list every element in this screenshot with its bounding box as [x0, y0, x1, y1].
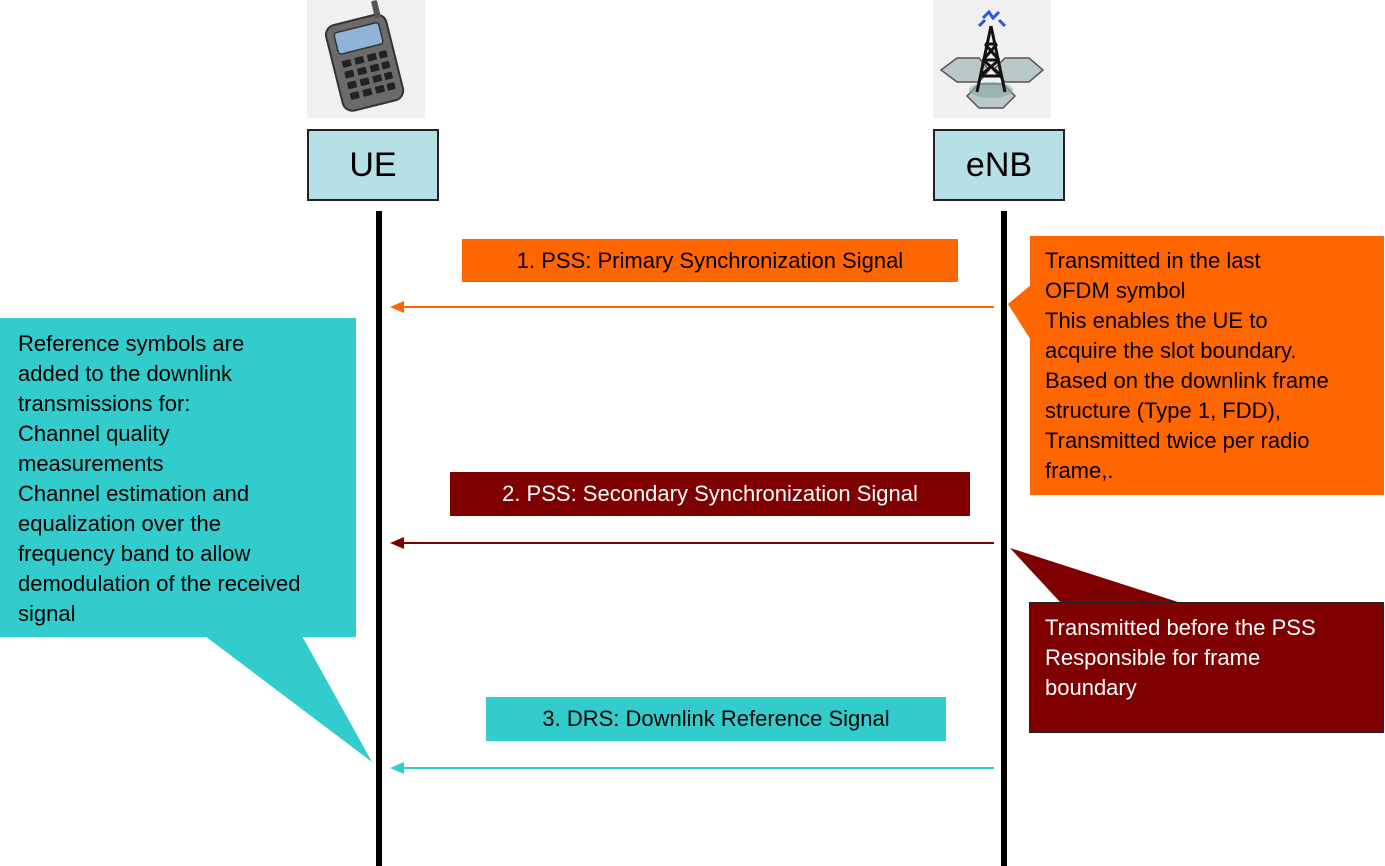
sss-message-label: 2. PSS: Secondary Synchronization Signal	[450, 472, 970, 516]
pss-note: Transmitted in the last OFDM symbol This…	[1030, 236, 1384, 495]
note-line: acquire the slot boundary.	[1045, 338, 1297, 363]
ue-participant-box: UE	[307, 129, 439, 201]
note-line: measurements	[18, 451, 164, 476]
note-line: structure (Type 1, FDD),	[1045, 398, 1281, 423]
note-line: Transmitted twice per radio	[1045, 428, 1310, 453]
note-line: frequency band to allow	[18, 541, 251, 566]
pss-note-pointer	[1008, 284, 1032, 342]
note-line: Based on the downlink frame	[1045, 368, 1329, 393]
drs-note: Reference symbols are added to the downl…	[0, 318, 356, 637]
drs-message-label: 3. DRS: Downlink Reference Signal	[486, 697, 946, 741]
note-line: Responsible for frame	[1045, 645, 1261, 670]
note-line: This enables the UE to	[1045, 308, 1268, 333]
cell-tower-icon	[933, 0, 1051, 118]
pss-message-label: 1. PSS: Primary Synchronization Signal	[462, 239, 958, 282]
note-line: Reference symbols are	[18, 331, 245, 356]
enb-participant-box: eNB	[933, 129, 1065, 201]
note-line: Transmitted in the last	[1045, 248, 1261, 273]
note-line: Channel quality	[18, 421, 170, 446]
note-line: OFDM symbol	[1045, 278, 1186, 303]
note-line: frame,.	[1045, 458, 1114, 483]
note-line: transmissions for:	[18, 391, 191, 416]
note-line: signal	[18, 601, 76, 626]
note-line: added to the downlink	[18, 361, 233, 386]
drs-note-pointer	[205, 636, 372, 762]
note-line: Channel estimation and	[18, 481, 250, 506]
note-line: boundary	[1045, 675, 1137, 700]
note-line: equalization over the	[18, 511, 222, 536]
sss-note: Transmitted before the PSS Responsible f…	[1029, 602, 1384, 733]
note-line: Transmitted before the PSS	[1045, 615, 1316, 640]
sss-note-pointer	[1010, 548, 1178, 602]
mobile-phone-icon	[307, 0, 425, 118]
note-line: demodulation of the received	[18, 571, 301, 596]
